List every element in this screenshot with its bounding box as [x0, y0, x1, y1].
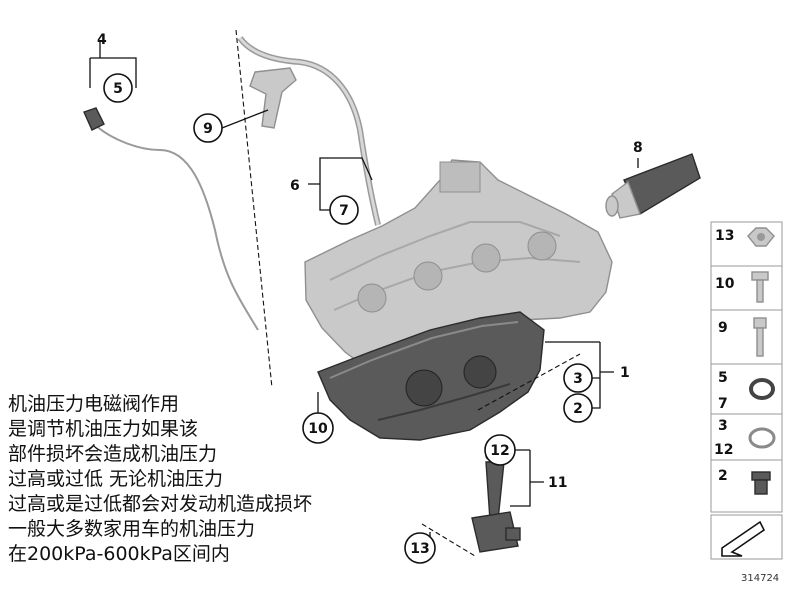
seal-ring-icon [749, 378, 775, 400]
note-line: 部件损坏会造成机油压力 [8, 443, 218, 465]
oil-pan [317, 311, 545, 441]
oil-pressure-solenoid-note: 机油压力电磁阀作用 是调节机油压力如果该 部件损坏会造成机油压力 过高或过低 无… [8, 392, 408, 567]
callout-10: 10 [302, 412, 334, 444]
svg-text:3: 3 [718, 418, 728, 434]
dipstick-guide-tube [237, 36, 381, 226]
bolt-10-icon [751, 271, 769, 281]
legend-row-5-7: 5 7 [718, 370, 775, 412]
dipstick-alignment-line [235, 29, 273, 389]
callout-6: 6 [290, 178, 300, 194]
o-ring-icon [748, 427, 776, 449]
svg-text:11: 11 [548, 475, 567, 491]
svg-text:7: 7 [339, 203, 349, 219]
callout-5: 5 [103, 73, 133, 103]
callout-8: 8 [633, 140, 643, 156]
svg-text:8: 8 [633, 140, 643, 156]
svg-text:13: 13 [715, 228, 734, 244]
arrow-icon [710, 514, 783, 560]
sensor-bolt-line [421, 523, 476, 557]
callout-13: 13 [404, 532, 436, 564]
legend-row-10: 10 [715, 271, 769, 303]
svg-text:2: 2 [573, 401, 583, 417]
note-line: 是调节机油压力如果该 [8, 418, 199, 440]
note-line: 过高或过低 无论机油压力 [8, 468, 224, 490]
svg-text:7: 7 [718, 396, 728, 412]
callout-3: 3 [563, 363, 593, 393]
figure-number: 314724 [741, 573, 780, 584]
drain-plug-line [477, 353, 581, 411]
sensor-connector [505, 527, 521, 541]
guide-tube-bracket [249, 67, 297, 129]
svg-text:3: 3 [573, 371, 583, 387]
dipstick-handle [83, 107, 105, 131]
svg-text:10: 10 [308, 421, 328, 437]
svg-text:13: 13 [410, 541, 429, 557]
callout-4: 4 [97, 32, 107, 48]
note-line: 机油压力电磁阀作用 [8, 393, 180, 415]
svg-text:12: 12 [714, 442, 733, 458]
oil-pressure-sensor [471, 450, 521, 553]
legend-row-2: 2 [718, 468, 771, 495]
legend-row-13: 13 [715, 227, 775, 247]
svg-text:9: 9 [718, 320, 728, 336]
svg-text:1: 1 [620, 365, 630, 381]
legend-row-9: 9 [718, 317, 767, 357]
svg-text:9: 9 [203, 121, 213, 137]
svg-text:5: 5 [718, 370, 728, 386]
callout-2: 2 [563, 393, 593, 423]
engine-block [304, 159, 613, 373]
callout-9: 9 [193, 113, 223, 143]
sealant-tube [605, 153, 701, 219]
callout-1: 1 [620, 365, 630, 381]
tube-cap [605, 195, 619, 217]
note-line: 过高或是过低都会对发动机造成损坏 [8, 493, 313, 515]
svg-text:4: 4 [97, 32, 107, 48]
callout-12: 12 [484, 434, 516, 466]
parts-legend: 13 10 9 5 7 3 12 2 [710, 221, 783, 560]
svg-text:10: 10 [715, 276, 735, 292]
svg-text:6: 6 [290, 178, 300, 194]
svg-text:5: 5 [113, 81, 123, 97]
note-line: 在200kPa-600kPa区间内 [8, 543, 230, 565]
svg-text:2: 2 [718, 468, 728, 484]
dipstick [83, 107, 259, 331]
drain-plug-icon [751, 471, 771, 481]
callout-7: 7 [329, 195, 359, 225]
svg-text:12: 12 [490, 443, 509, 459]
note-line: 一般大多数家用车的机油压力 [8, 518, 256, 540]
bolt-9-icon [753, 317, 767, 329]
legend-row-3-12: 3 12 [714, 418, 776, 458]
callout-11: 11 [548, 475, 567, 491]
